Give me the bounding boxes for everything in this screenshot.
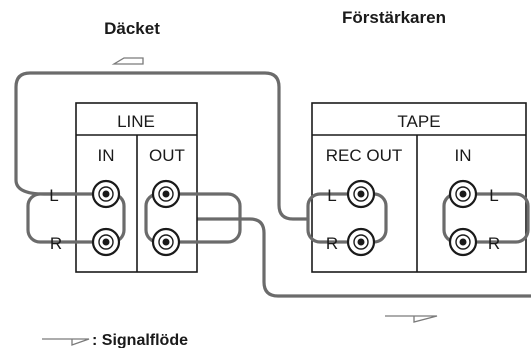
cable-deck-in-to-amp-rec-out [14, 71, 310, 221]
legend-text: : Signalflöde [92, 332, 188, 348]
deck-in-right-jack [91, 227, 121, 257]
amp-in-right-label: R [488, 234, 500, 253]
signal-flow-arrow-right-icon [385, 315, 438, 323]
amp-rec-out-right-jack [346, 227, 376, 257]
deck-in-left-jack [91, 179, 121, 209]
legend-arrow-icon [42, 338, 90, 346]
amp-panel-label: TAPE [397, 112, 440, 131]
deck-in-label: IN [98, 146, 115, 165]
deck-out-left-jack [151, 179, 181, 209]
cable-loop-deck-in [26, 192, 126, 244]
deck-panel-label: LINE [117, 112, 155, 131]
amplifier-title: Förstärkaren [342, 8, 446, 27]
deck-right-label: R [50, 234, 62, 253]
amp-in-right-jack [448, 227, 478, 257]
cable-deck-out-to-amp-in [162, 217, 531, 298]
amp-rec-right-label: R [326, 234, 338, 253]
cable-loop-amp-in [442, 192, 530, 244]
deck-out-right-jack [151, 227, 181, 257]
cable-loop-deck-out [144, 192, 242, 244]
amp-in-left-label: L [489, 186, 498, 205]
amp-in-left-jack [448, 179, 478, 209]
deck-out-label: OUT [149, 146, 185, 165]
signal-flow-arrow-left-icon [111, 57, 144, 65]
deck-left-label: L [49, 186, 58, 205]
amp-in-label: IN [455, 146, 472, 165]
amp-rec-out-left-jack [346, 179, 376, 209]
amp-rec-left-label: L [327, 186, 336, 205]
deck-title: Däcket [104, 19, 160, 38]
amp-rec-out-label: REC OUT [326, 146, 403, 165]
